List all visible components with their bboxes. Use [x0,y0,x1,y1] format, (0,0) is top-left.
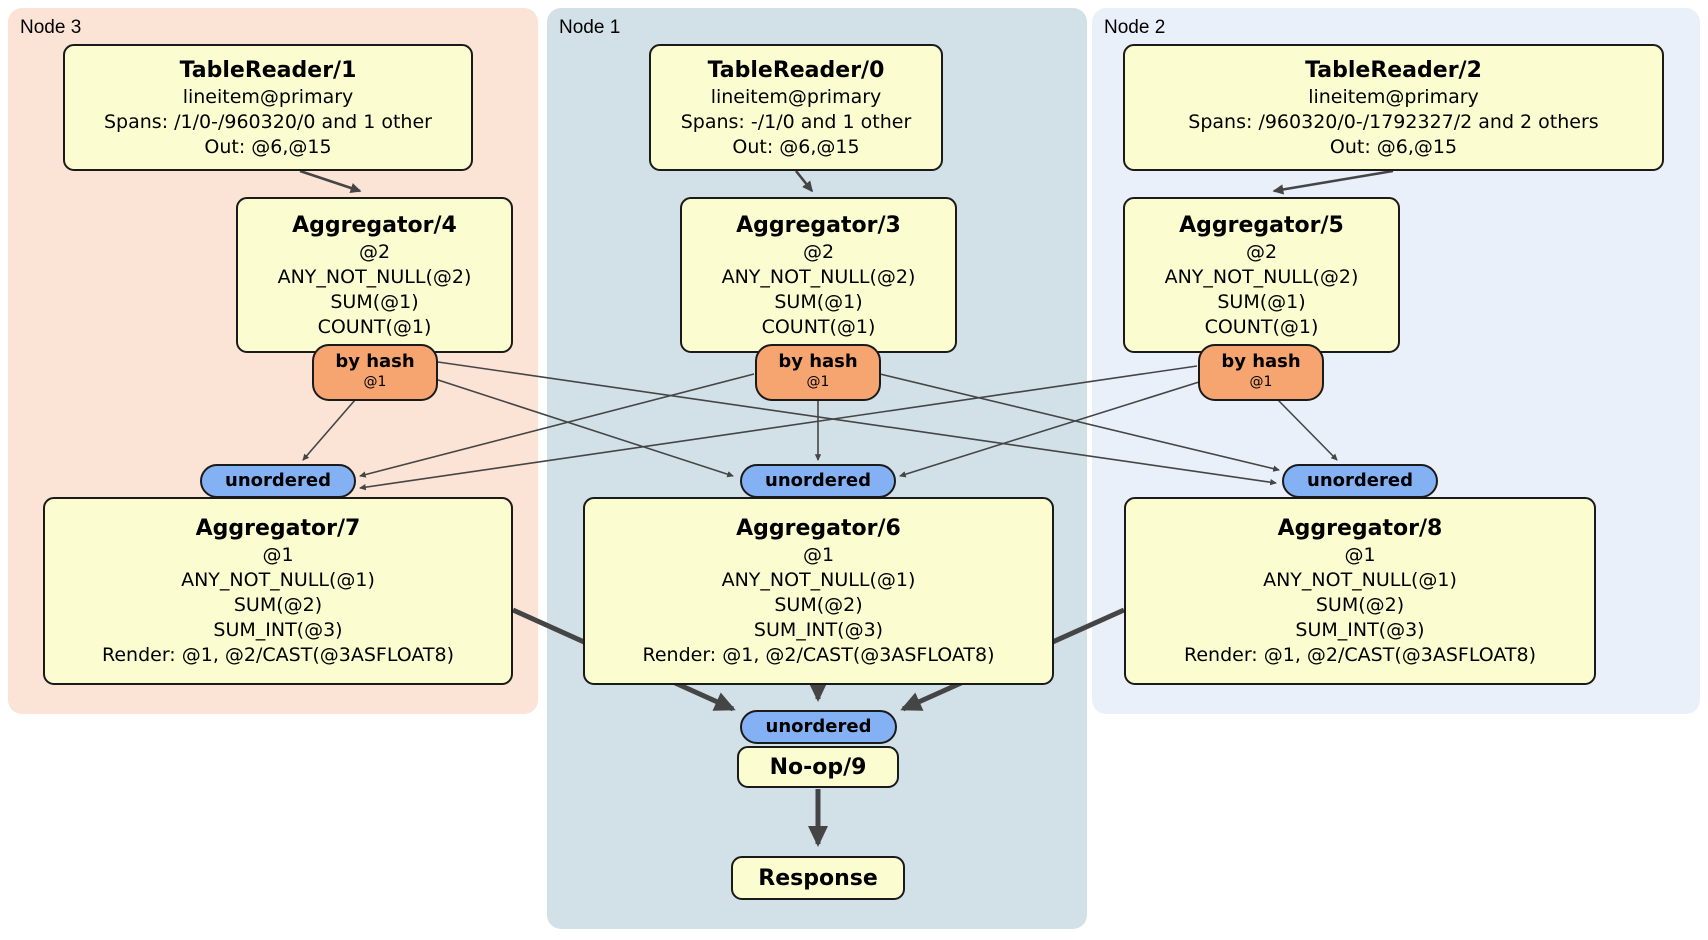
processor-line: COUNT(@1) [761,315,876,338]
region-node3-label: Node 3 [20,17,82,38]
processor-line: SUM_INT(@3) [213,619,343,641]
processor-line: Spans: /960320/0-/1792327/2 and 2 others [1188,110,1599,133]
processor-aggregator-3: Aggregator/3 @2 ANY_NOT_NULL(@2) SUM(@1)… [680,197,957,353]
processor-line: lineitem@primary [710,85,882,108]
processor-noop-9: No-op/9 [737,746,899,788]
processor-title: Aggregator/6 [736,516,901,541]
processor-tablereader-1: TableReader/1 lineitem@primary Spans: /1… [63,44,473,171]
stream-unordered-final: unordered [740,710,897,744]
processor-line: @1 [1344,544,1376,566]
processor-line: Out: @6,@15 [204,135,332,158]
processor-title: TableReader/1 [179,57,357,83]
processor-title: Aggregator/8 [1277,516,1443,541]
router-by-hash-detail: @1 [1249,374,1273,390]
processor-title: TableReader/2 [1305,57,1482,83]
processor-aggregator-8: Aggregator/8 @1 ANY_NOT_NULL(@1) SUM(@2)… [1124,497,1596,685]
processor-line: ANY_NOT_NULL(@1) [181,569,375,591]
region-node1-label: Node 1 [559,17,621,38]
processor-line: ANY_NOT_NULL(@1) [1263,569,1457,591]
processor-line: Render: @1, @2/CAST(@3ASFLOAT8) [642,644,995,666]
stream-unordered-left: unordered [200,464,356,498]
processor-line: @2 [802,240,835,263]
processor-line: SUM(@1) [774,290,863,313]
processor-aggregator-5: Aggregator/5 @2 ANY_NOT_NULL(@2) SUM(@1)… [1123,197,1400,353]
processor-line: Spans: -/1/0 and 1 other [680,110,912,133]
processor-line: SUM(@2) [233,594,323,616]
processor-line: COUNT(@1) [317,315,432,338]
processor-aggregator-6: Aggregator/6 @1 ANY_NOT_NULL(@1) SUM(@2)… [583,497,1054,685]
processor-line: Out: @6,@15 [732,135,860,158]
processor-line: @2 [358,240,391,263]
stream-unordered-right: unordered [1282,464,1438,498]
stream-unordered-label: unordered [765,716,872,737]
stream-unordered-label: unordered [765,470,871,491]
processor-line: Render: @1, @2/CAST(@3ASFLOAT8) [102,644,454,666]
router-by-hash-label: by hash [1221,351,1301,372]
stream-unordered-label: unordered [1307,470,1413,491]
processor-tablereader-2: TableReader/2 lineitem@primary Spans: /9… [1123,44,1664,171]
processor-line: SUM_INT(@3) [753,619,884,641]
processor-title: Aggregator/5 [1179,212,1344,238]
processor-title: Aggregator/4 [292,212,457,238]
processor-title: Aggregator/7 [195,516,361,541]
router-by-hash-detail: @1 [363,374,387,390]
processor-response: Response [731,856,905,900]
processor-aggregator-4: Aggregator/4 @2 ANY_NOT_NULL(@2) SUM(@1)… [236,197,513,353]
processor-line: SUM(@1) [1217,290,1306,313]
processor-line: ANY_NOT_NULL(@1) [721,569,916,591]
stream-unordered-center: unordered [740,464,896,498]
processor-line: SUM_INT(@3) [1295,619,1425,641]
processor-line: @1 [262,544,294,566]
processor-line: Render: @1, @2/CAST(@3ASFLOAT8) [1184,644,1536,666]
processor-title: No-op/9 [769,754,867,780]
processor-line: lineitem@primary [1308,85,1479,108]
processor-line: SUM(@2) [774,594,863,616]
router-by-hash-label: by hash [335,351,415,372]
processor-tablereader-0: TableReader/0 lineitem@primary Spans: -/… [649,44,943,171]
processor-aggregator-7: Aggregator/7 @1 ANY_NOT_NULL(@1) SUM(@2)… [43,497,513,685]
processor-line: Out: @6,@15 [1329,135,1458,158]
router-by-hash-right: by hash @1 [1198,344,1324,401]
router-by-hash-left: by hash @1 [312,344,438,401]
processor-title: Aggregator/3 [736,212,901,238]
router-by-hash-detail: @1 [806,374,830,390]
processor-line: SUM(@1) [330,290,419,313]
processor-line: Spans: /1/0-/960320/0 and 1 other [104,110,432,133]
region-node2-label: Node 2 [1104,17,1166,38]
processor-line: SUM(@2) [1315,594,1405,616]
router-by-hash-label: by hash [778,351,858,372]
processor-title: TableReader/0 [707,57,885,83]
stream-unordered-label: unordered [225,470,331,491]
processor-line: ANY_NOT_NULL(@2) [1164,265,1359,288]
processor-line: COUNT(@1) [1204,315,1319,338]
processor-line: lineitem@primary [182,85,354,108]
processor-title: Response [758,865,878,891]
router-by-hash-center: by hash @1 [755,344,881,401]
processor-line: @2 [1245,240,1278,263]
processor-line: ANY_NOT_NULL(@2) [721,265,916,288]
processor-line: ANY_NOT_NULL(@2) [277,265,472,288]
processor-line: @1 [802,544,835,566]
